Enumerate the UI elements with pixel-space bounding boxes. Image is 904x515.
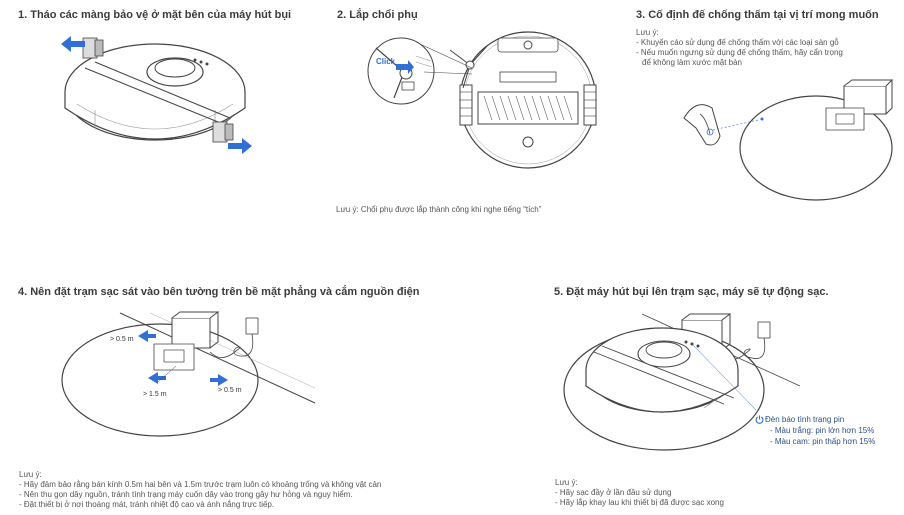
- step5-docking-illustration: [563, 313, 801, 451]
- step4-note-1: - Hãy đảm bảo rằng bán kính 0.5m hai bên…: [19, 480, 382, 489]
- step2-note: Lưu ý: Chổi phụ được lắp thành công khi …: [336, 205, 542, 214]
- step2-robot-bottom-illustration: [449, 31, 597, 169]
- arrow-right-icon: [228, 138, 252, 154]
- step5-note-label: Lưu ý:: [555, 478, 578, 487]
- dist-side-top: > 0.5 m: [110, 336, 134, 343]
- power-icon: [755, 415, 764, 424]
- step3-note-1: - Khuyến cáo sử dụng đế chống thấm với c…: [636, 38, 839, 47]
- click-label: Click: [376, 57, 396, 66]
- led-title: Đèn báo tình trạng pin: [765, 415, 845, 424]
- led-white: - Màu trắng: pin lớn hơn 15%: [770, 426, 875, 435]
- dist-side-right: > 0.5 m: [218, 387, 242, 394]
- step3-note-3: để không làm xước mặt bàn: [642, 58, 742, 67]
- step3-note-label: Lưu ý:: [636, 28, 659, 37]
- dist-front: > 1.5 m: [143, 391, 167, 398]
- step2-zoom-circle: [367, 37, 435, 105]
- step5-note-1: - Hãy sạc đầy ở lần đầu sử dụng: [555, 488, 672, 497]
- step5-title: 5. Đặt máy hút bụi lên trạm sạc, máy sẽ …: [554, 286, 829, 298]
- step4-note-2: - Nên thu gọn dây nguồn, tránh tình trạn…: [19, 490, 353, 499]
- step4-note-label: Lưu ý:: [19, 470, 42, 479]
- step5-note-2: - Hãy lắp khay lau khi thiết bị đã được …: [555, 498, 724, 507]
- step4-note-3: - Đặt thiết bị ở nơi thoáng mát, tránh n…: [19, 500, 275, 509]
- step4-title: 4. Nên đặt trạm sạc sát vào bên tường tr…: [18, 286, 420, 298]
- led-orange: - Màu cam: pin thấp hơn 15%: [770, 437, 876, 446]
- arrow-left-icon: [61, 36, 85, 52]
- step1-title: 1. Tháo các màng bảo vệ ở mặt bên của má…: [18, 9, 292, 21]
- step2-title: 2. Lắp chổi phụ: [337, 9, 418, 21]
- step3-title: 3. Cố định đế chống thấm tại vị trí mong…: [636, 9, 879, 21]
- step1-robot-illustration: [64, 37, 246, 143]
- zoom-connector-lines: [419, 43, 473, 75]
- step3-note-2: - Nếu muốn ngưng sử dụng đế chống thấm, …: [636, 48, 843, 57]
- step4-placement-illustration: [61, 311, 316, 437]
- step3-mat-illustration: [683, 79, 894, 201]
